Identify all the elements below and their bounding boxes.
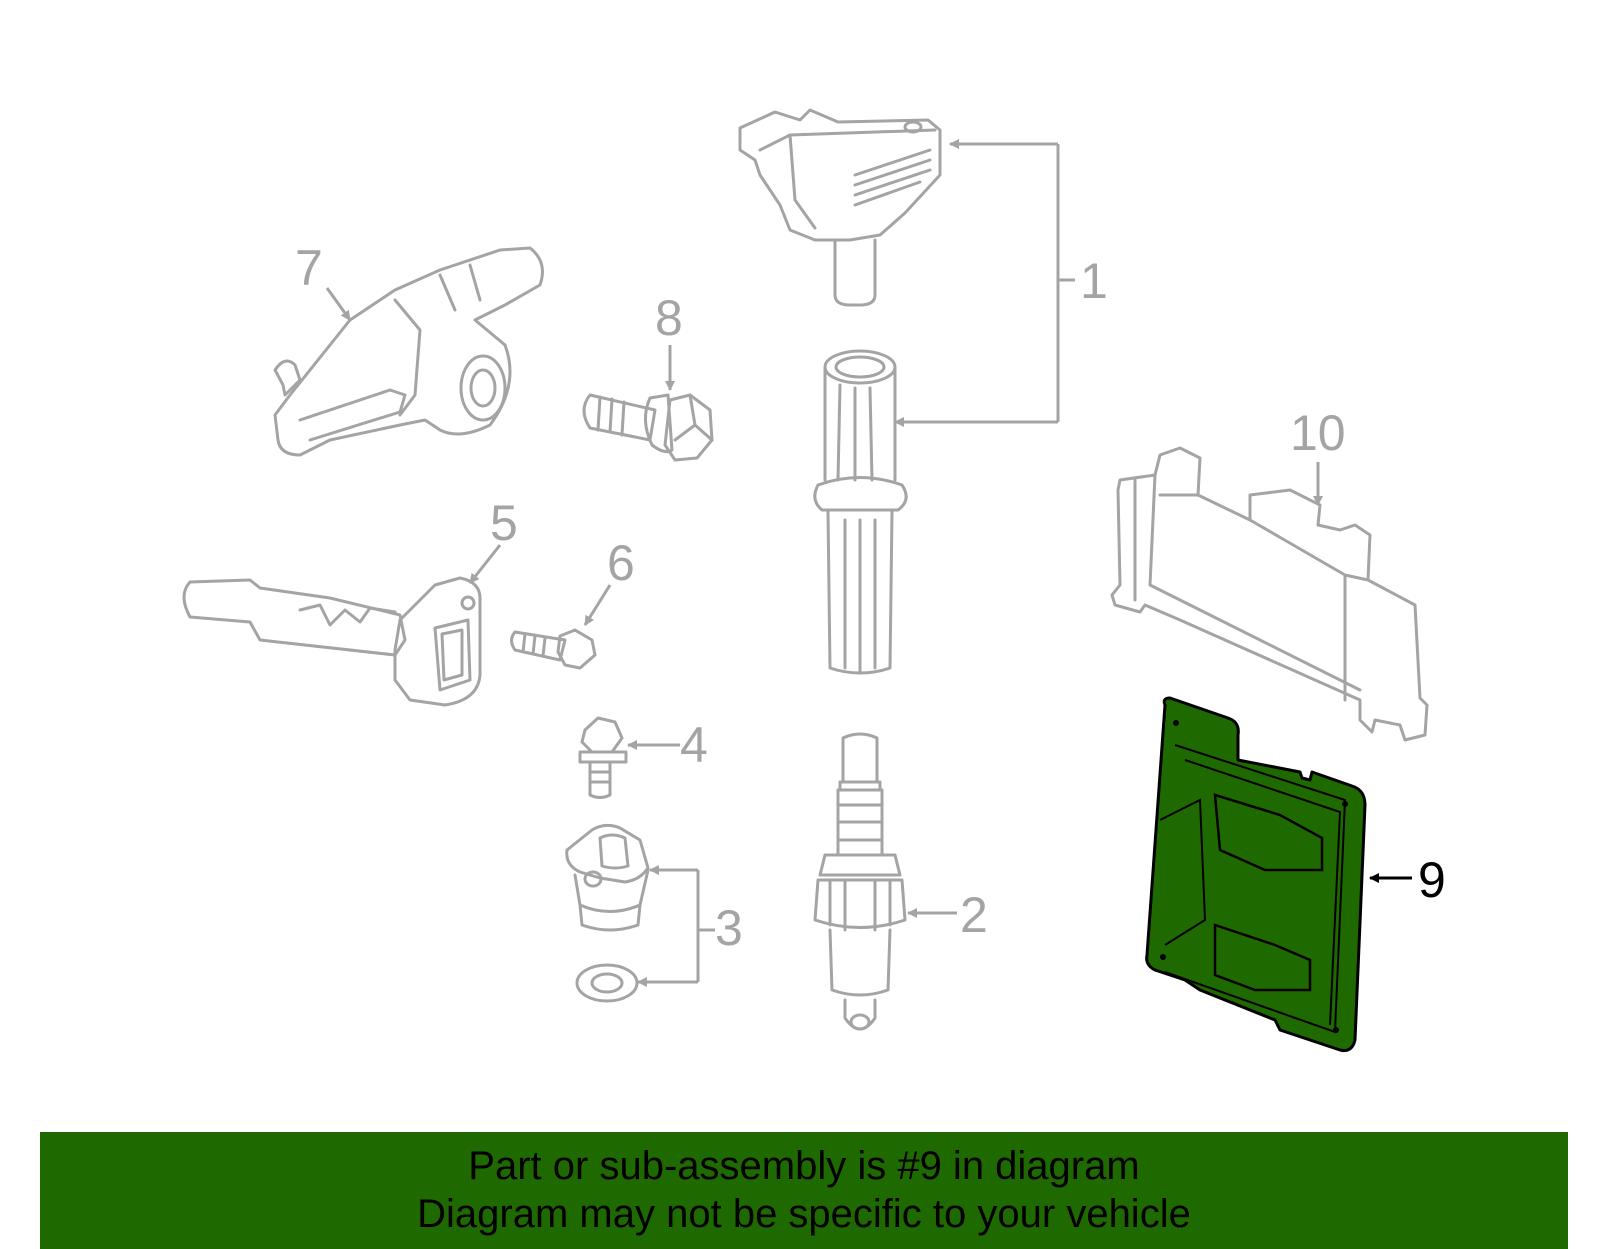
sensor-part (565, 823, 650, 932)
position-sensor-part (182, 576, 482, 707)
callout-labels: 1 2 3 4 5 6 7 8 9 10 (295, 240, 1446, 956)
spark-plug-part (813, 732, 907, 1031)
control-module-highlighted (1145, 696, 1367, 1052)
callout-4: 4 (680, 717, 708, 773)
leader-lines (325, 139, 1412, 987)
info-banner: Part or sub-assembly is #9 in diagram Di… (40, 1132, 1568, 1249)
bracket-sensor-part (273, 246, 544, 457)
callout-9: 9 (1418, 852, 1446, 908)
callout-3: 3 (715, 900, 743, 956)
banner-line-2: Diagram may not be specific to your vehi… (417, 1192, 1191, 1236)
bolt-6-part (510, 628, 597, 670)
callout-6: 6 (607, 535, 635, 591)
banner-line-1: Part or sub-assembly is #9 in diagram (468, 1144, 1140, 1188)
seal-ring-part (575, 963, 639, 1003)
flange-bolt-part (582, 393, 714, 462)
callout-8: 8 (655, 290, 683, 346)
callout-7: 7 (295, 240, 323, 296)
small-bolt-part (578, 716, 628, 799)
callout-1: 1 (1080, 253, 1108, 309)
coil-boot-part (813, 349, 908, 675)
callout-2: 2 (960, 887, 988, 943)
ignition-coil-part (738, 108, 942, 307)
callout-10: 10 (1290, 405, 1346, 461)
module-bracket-part (1110, 446, 1429, 742)
callout-5: 5 (490, 495, 518, 551)
